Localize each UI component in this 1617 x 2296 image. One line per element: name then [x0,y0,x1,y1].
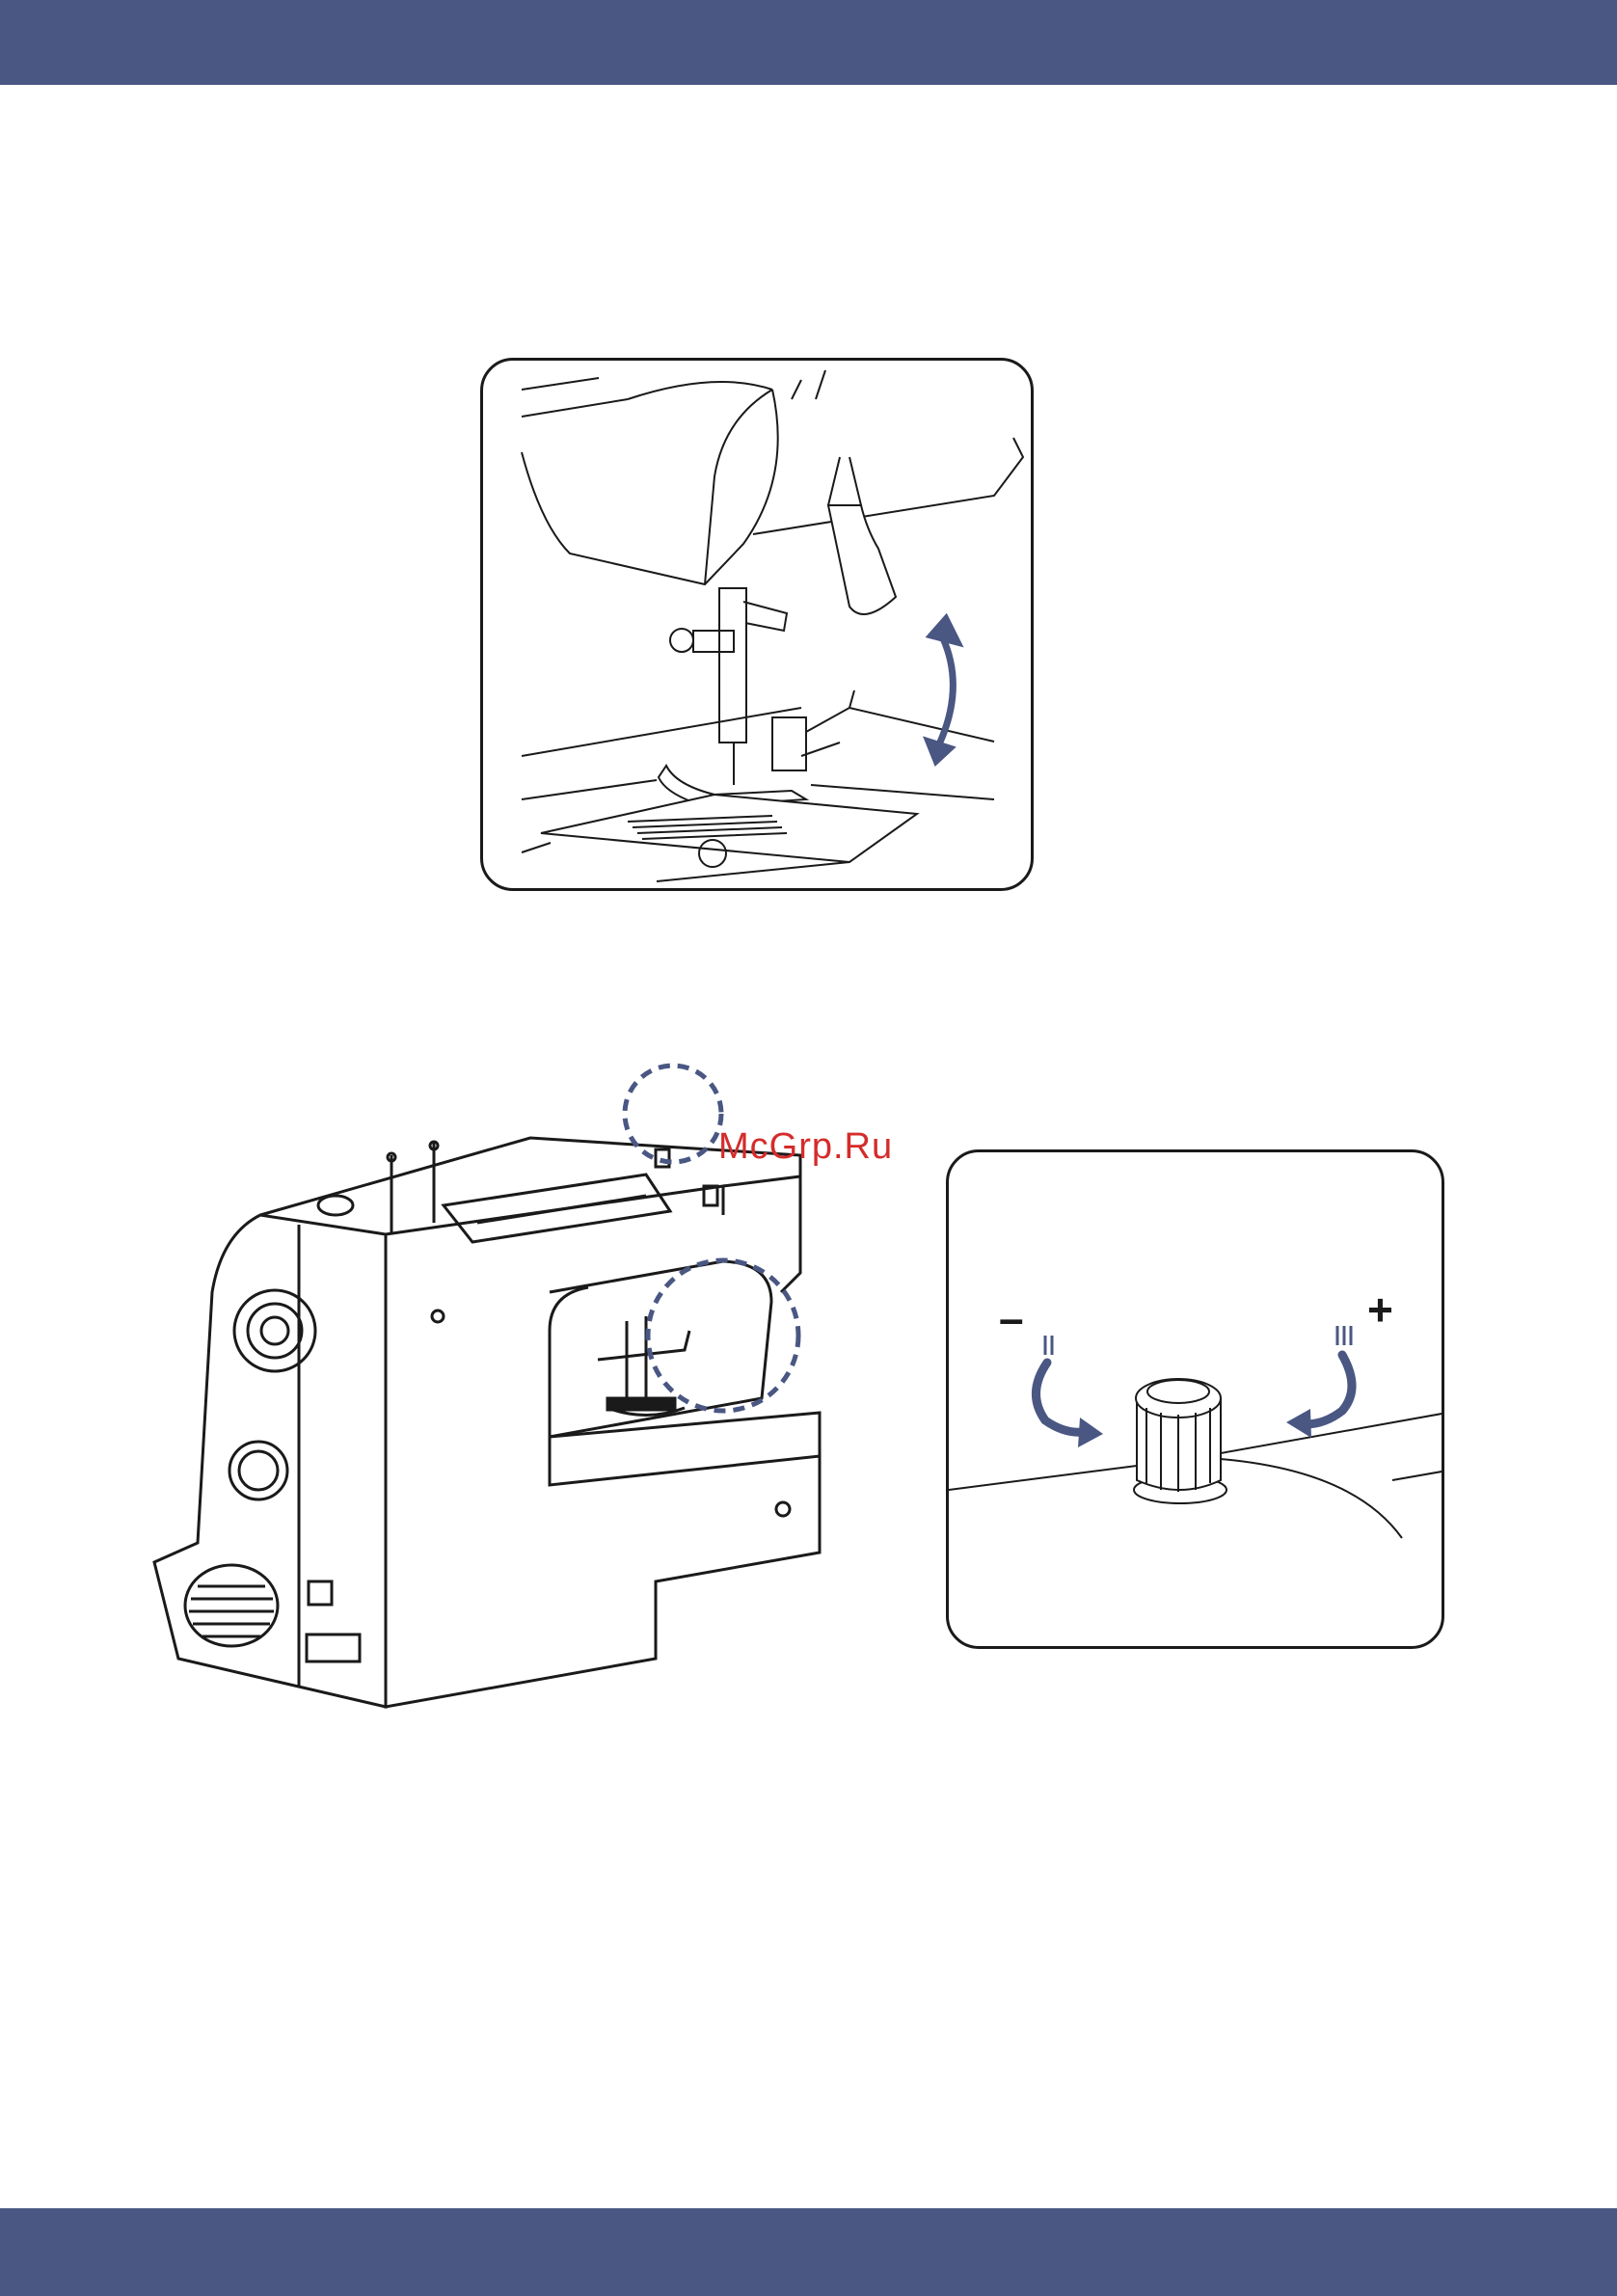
presser-foot-illustration [483,361,1034,891]
pressure-dial-figure [946,1149,1444,1649]
highlight-circle-needle [648,1260,798,1411]
presser-foot-figure [480,358,1034,891]
watermark: McGrp.Ru [718,1126,893,1168]
minus-label: – [999,1292,1024,1344]
header-band [0,0,1617,85]
plus-label: + [1367,1283,1393,1336]
pressure-dial-illustration [949,1152,1444,1649]
footer-band [0,2208,1617,2296]
